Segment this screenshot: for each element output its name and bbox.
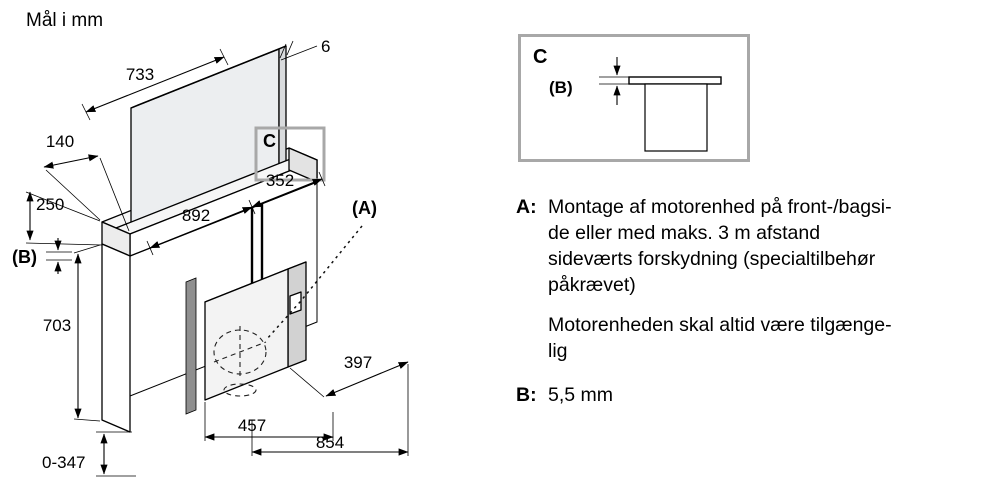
legend-a-line: påkrævet): [548, 274, 636, 296]
detail-c-box: C (B): [518, 34, 750, 162]
legend-a-note-line: Motorenheden skal altid være tilgænge-: [548, 314, 892, 336]
dim-6-label: 6: [321, 37, 330, 56]
legend-a-line: de eller med maks. 3 m afstand: [548, 222, 821, 244]
legend-a-line: sideværts forskydning (specialtilbehør: [548, 248, 876, 270]
dim-854-label: 854: [316, 433, 344, 452]
blower-outlet-dashed: [213, 326, 267, 397]
detail-callout-label: C: [263, 131, 276, 151]
legend-a-note-line: lig: [548, 340, 568, 362]
motor-unit: [204, 261, 307, 401]
dim-397-label: 397: [344, 353, 372, 372]
legend-item-b: B: 5,5 mm: [516, 382, 986, 408]
motor-connector: [289, 291, 302, 315]
motor-front-face: [204, 268, 289, 401]
dim-352-label: 352: [266, 171, 294, 190]
page-title: Mål i mm: [26, 10, 104, 31]
legend: A: Montage af motorenhed på front-/bagsi…: [516, 194, 986, 408]
legend-item-a: A: Montage af motorenhed på front-/bagsi…: [516, 194, 986, 364]
duct-strip: [185, 277, 197, 415]
detail-plate: [628, 76, 722, 85]
detail-b-ref-label: (B): [549, 78, 573, 97]
support-column: [101, 243, 131, 433]
legend-value-b: 5,5 mm: [548, 384, 614, 406]
detail-c-drawing: C (B): [533, 46, 722, 152]
dim-892-label: 892: [182, 206, 210, 225]
dim-b-ref-label: (B): [12, 247, 37, 267]
dim-140-label: 140: [46, 132, 74, 151]
dim-a-ref-label: (A): [352, 198, 377, 218]
dim-250-label: 250: [36, 195, 64, 214]
glass-panel-side-edge: [278, 45, 287, 168]
dim-703-label: 703: [43, 316, 71, 335]
detail-c-label: C: [533, 46, 547, 68]
installation-diagram: C 733 6 140 250: [12, 37, 409, 477]
a-leader-line: [265, 225, 363, 341]
connection-rods: [250, 204, 264, 283]
detail-duct: [644, 83, 708, 152]
dimensions: 733 6 140 250 (B): [12, 37, 409, 477]
dim-733-label: 733: [126, 65, 154, 84]
legend-key-a: A:: [516, 196, 537, 218]
legend-a-line: Montage af motorenhed på front-/bagsi-: [548, 196, 892, 218]
legend-text-a: Montage af motorenhed på front-/bagsi- d…: [548, 194, 892, 364]
motor-side-face: [287, 261, 307, 368]
dim-0-347-label: 0-347: [42, 453, 85, 472]
legend-key-b: B:: [516, 384, 537, 406]
